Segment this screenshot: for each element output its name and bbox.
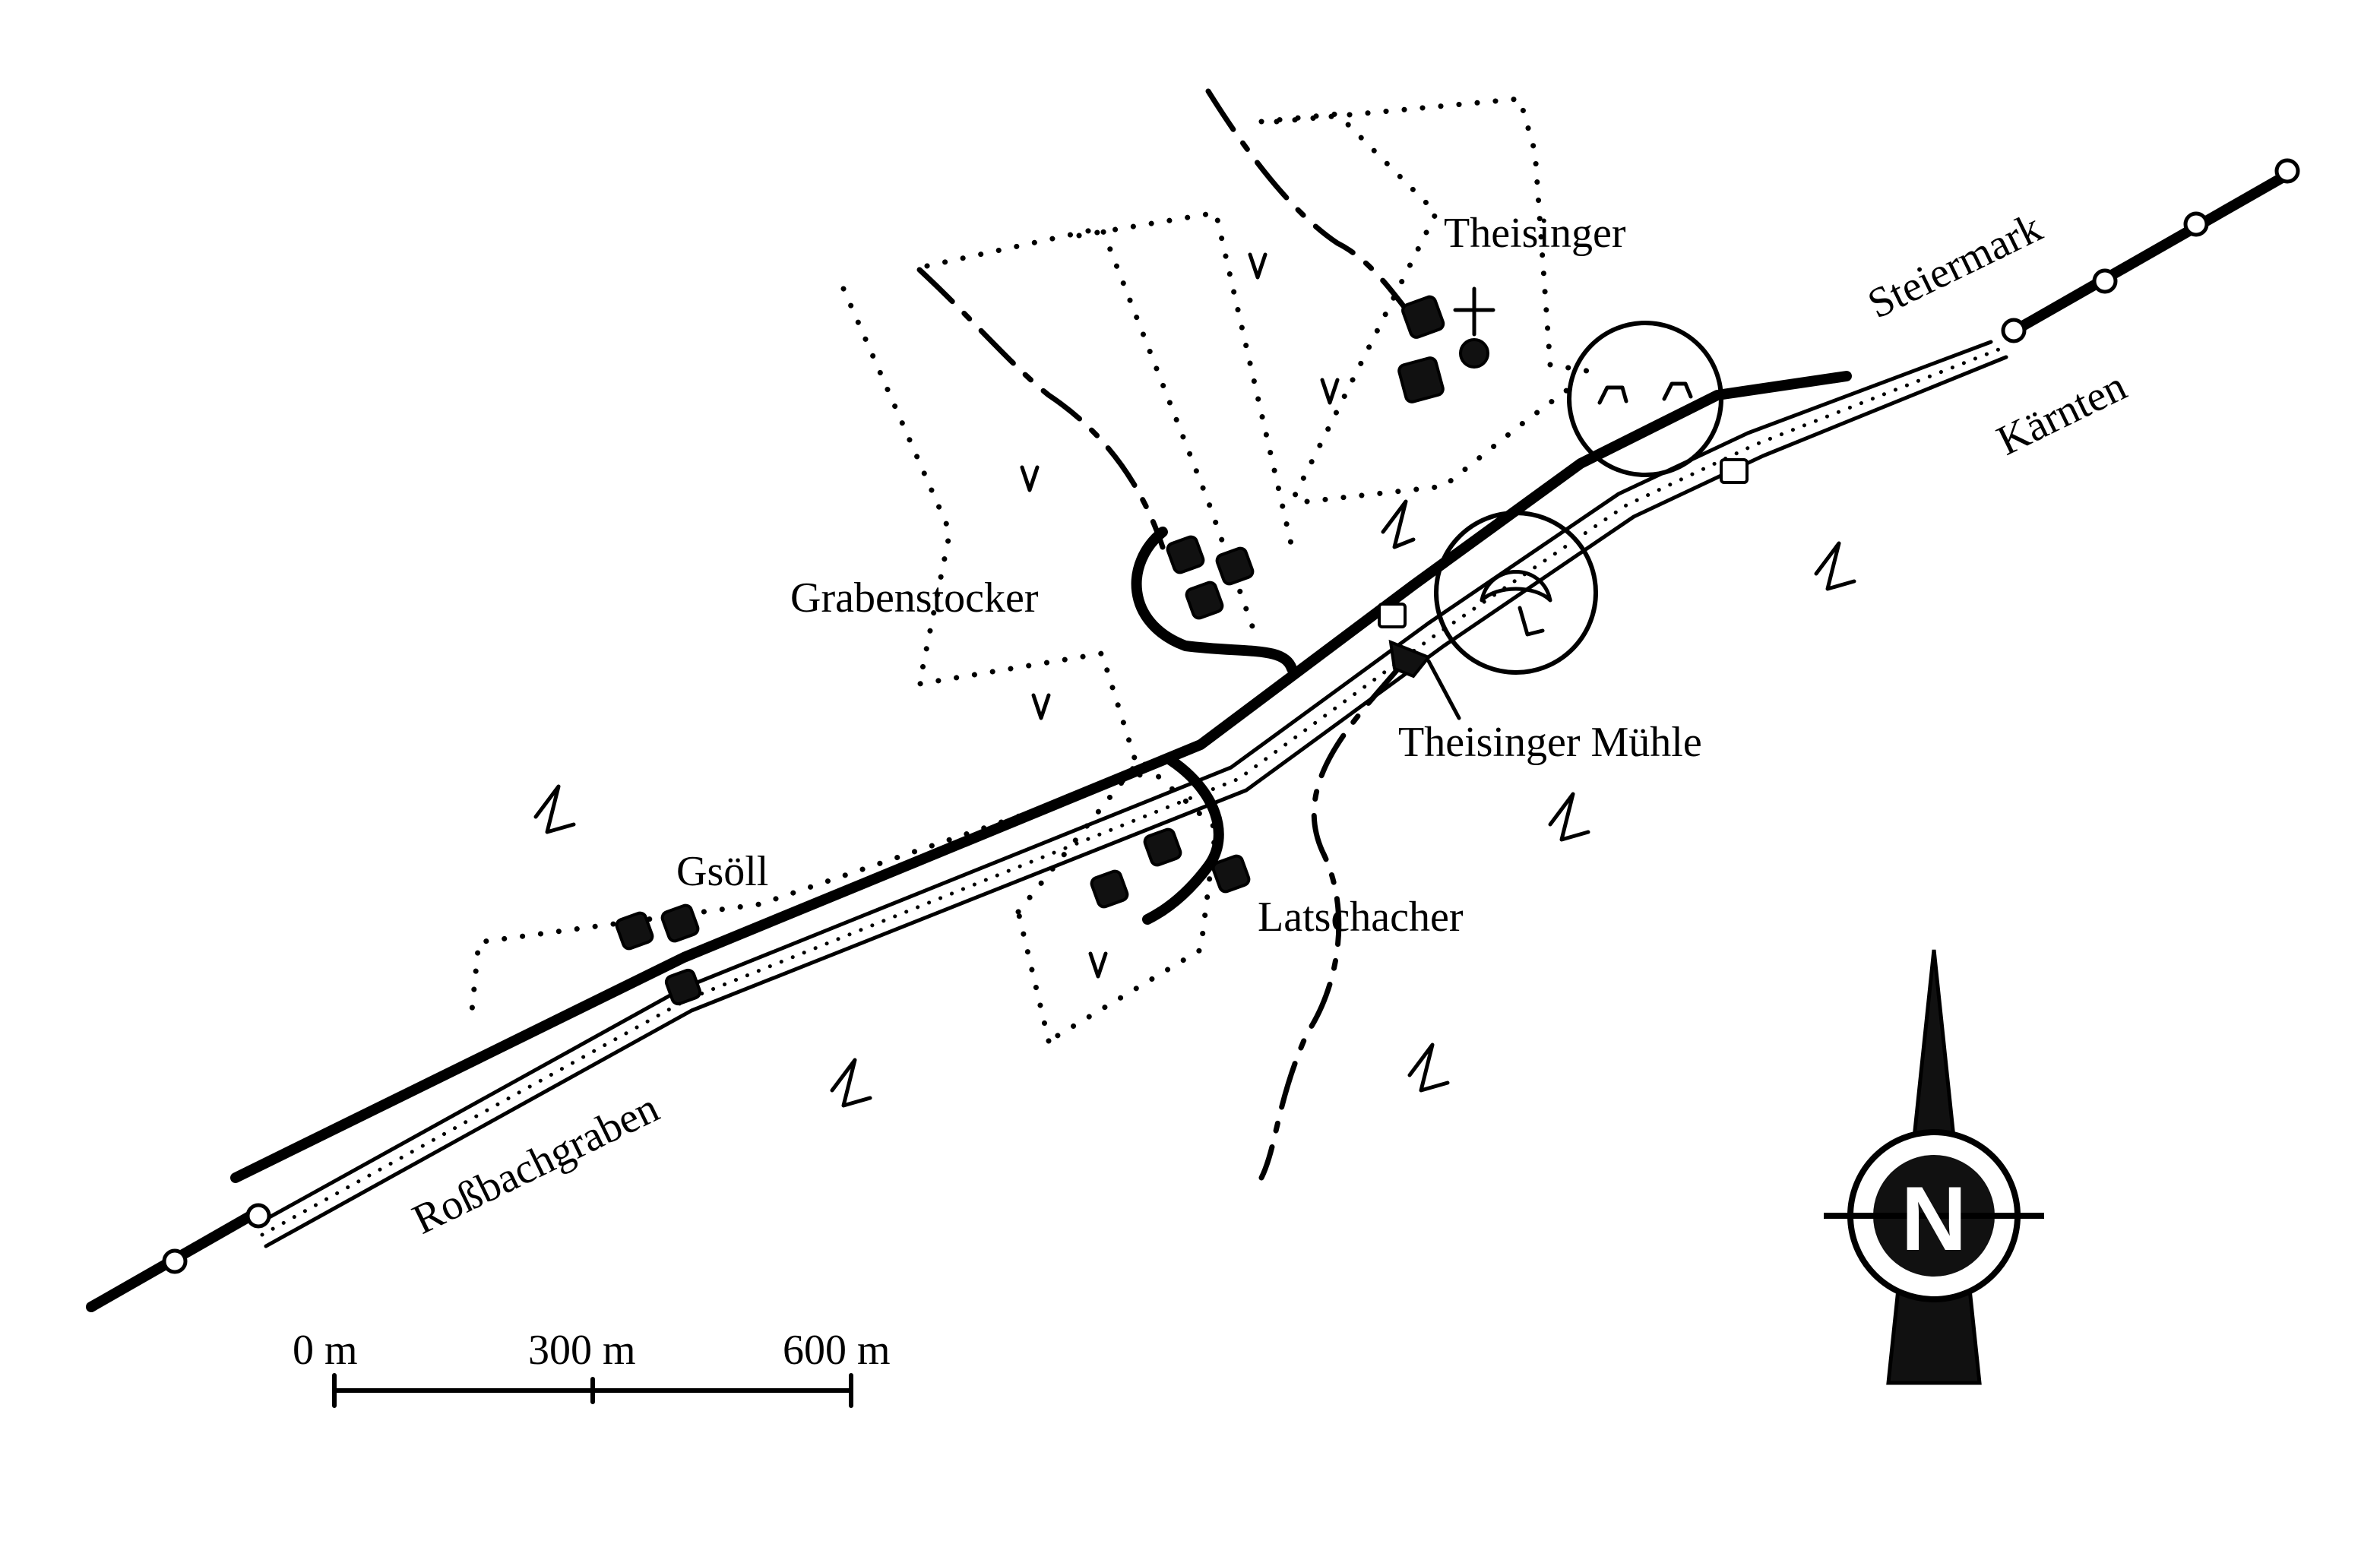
label-gsoell: Gsöll	[676, 848, 768, 895]
building-gsoell-1	[615, 911, 654, 951]
north-arrow: N	[1824, 949, 2044, 1385]
ruin-icon	[1597, 381, 1693, 405]
forest-icon	[1407, 1043, 1450, 1093]
leader-line-muehle	[1426, 659, 1461, 720]
field-boundaries	[468, 96, 1599, 1044]
building-gsoell-3	[664, 968, 702, 1006]
scale-label-300: 300 m	[528, 1327, 636, 1374]
building-latschacher-3	[1211, 854, 1251, 894]
building-grabenstocker-1	[1166, 535, 1205, 574]
railway	[86, 158, 2300, 1312]
building-grabenstocker-2	[1215, 546, 1255, 586]
building-gsoell-2	[660, 903, 700, 943]
label-theisinger-muehle: Theisinger Mühle	[1398, 719, 1702, 766]
meadow-icon	[1020, 465, 1040, 492]
mill-icon	[1480, 570, 1552, 637]
forest-icon	[1814, 541, 1856, 591]
label-grabenstocker: Grabenstocker	[790, 574, 1039, 622]
forest-icon	[533, 784, 576, 834]
site-circle-upper	[1567, 321, 1723, 477]
forest-icon	[1381, 499, 1416, 549]
cross-icon	[1453, 286, 1495, 337]
building-theisinger-2	[1397, 356, 1445, 403]
scale-label-0: 0 m	[293, 1327, 358, 1374]
forest-icon	[830, 1058, 872, 1108]
label-steiermark: Steiermark	[1861, 204, 2049, 327]
vegetation-symbols	[533, 252, 1856, 1108]
streams	[916, 88, 1416, 1181]
forest-icon	[1548, 792, 1590, 842]
north-letter: N	[1901, 1168, 1967, 1270]
chapel-theisinger	[1459, 338, 1489, 369]
building-outline-2	[1378, 603, 1407, 628]
building-muehle	[1388, 639, 1432, 679]
building-grabenstocker-3	[1185, 581, 1224, 620]
label-theisinger: Theisinger	[1444, 210, 1626, 257]
buildings	[615, 286, 1749, 1006]
building-theisinger-1	[1401, 295, 1445, 339]
building-latschacher-2	[1143, 827, 1182, 867]
meadow-icon	[1031, 693, 1051, 720]
label-latschacher: Latschacher	[1258, 894, 1464, 941]
meadow-icon	[1248, 252, 1268, 280]
scale-label-600: 600 m	[783, 1327, 891, 1374]
building-outline	[1720, 458, 1749, 484]
meadow-icon	[1088, 951, 1108, 979]
site-circle-muehle	[1434, 511, 1598, 675]
label-rossbachgraben: Roßbachgraben	[406, 1084, 666, 1244]
scale-bar: 0 m 300 m 600 m	[293, 1327, 891, 1408]
meadow-icon	[1320, 378, 1340, 405]
main-road	[230, 371, 1852, 1183]
building-latschacher-1	[1090, 869, 1129, 909]
site-symbols	[1434, 321, 1723, 675]
label-kaernten: Kärnten	[1990, 362, 2134, 465]
